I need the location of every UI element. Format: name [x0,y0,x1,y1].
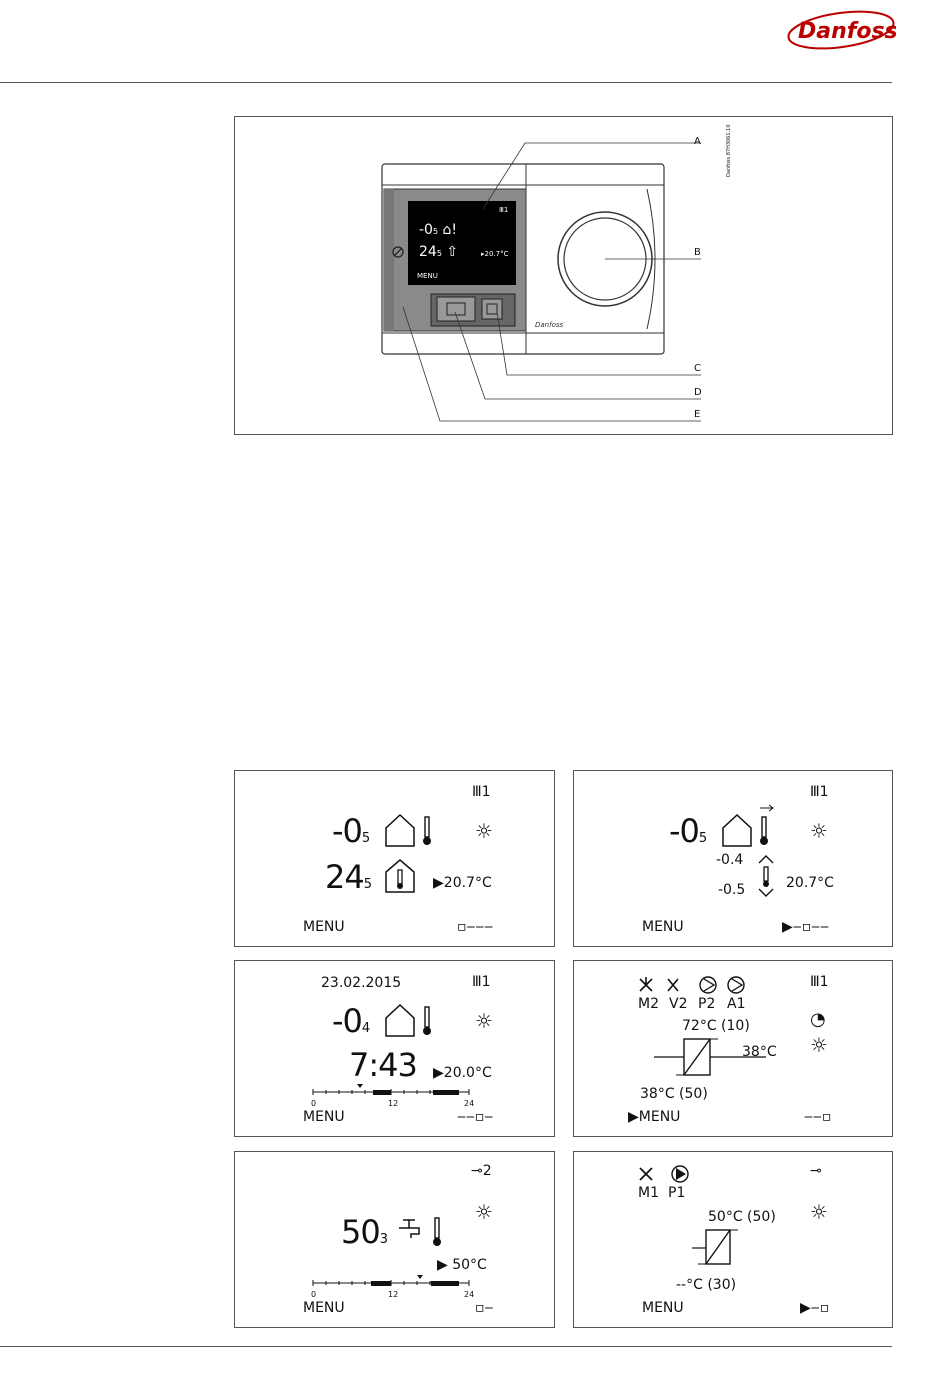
schedule-bar [312,1275,470,1286]
circuit-indicator: Ⅲ1 [810,784,829,800]
nav-indicator: ▶‒▫ [800,1300,830,1316]
label-m1: M1 [638,1185,659,1201]
house-indoor-icon [385,859,415,893]
label-p2: P2 [698,996,716,1012]
nav-indicator: ‒‒▫‒ [457,1109,494,1125]
callout-a: A [694,136,701,147]
return-temp: --°C (30) [676,1277,737,1293]
component-icons [639,976,745,994]
outdoor-temp: -05 [332,812,370,850]
tap-thermometer-icon [399,1217,441,1246]
menu-label[interactable]: MENU [303,919,345,935]
device-screen-circuit: Ⅲ1 [499,206,509,214]
circuit-indicator: ⊸2 [471,1163,492,1179]
heat-exchanger-diagram [654,1038,766,1076]
outdoor-temp: -04 [332,1002,370,1040]
menu-label[interactable]: MENU [642,1300,684,1316]
footer-rule [0,1346,892,1347]
display-panel-5: ⊸2 ☼ 503 ▶ 50°C 0 12 24 MENU ▫‒ [234,1151,555,1328]
house-thermometer-arrow-icon [722,804,774,847]
sun-icon: ☼ [475,1200,493,1224]
date: 23.02.2015 [321,975,402,991]
sun-icon: ☼ [475,1009,493,1033]
tick-24: 24 [464,1290,475,1299]
circuit-indicator: Ⅲ1 [810,974,829,990]
sun-icon: ☼ [475,819,493,843]
setpoint: ▶20.0°C [433,1065,492,1081]
menu-label[interactable]: ▶MENU [628,1109,681,1125]
flow-temp: 72°C (10) [682,1018,750,1034]
danfoss-logo: Danfoss [787,10,896,50]
side-temp: 38°C [742,1044,777,1060]
nav-indicator: ‒‒▫ [804,1109,832,1125]
tick-0: 0 [311,1290,317,1299]
room-temp: 245 [325,858,372,896]
tick-12: 12 [388,1099,399,1108]
label-p1: P1 [668,1185,686,1201]
display-panel-4: M2 V2 P2 A1 Ⅲ1 ◔ ☼ 72°C (10) 38°C 38°C (… [573,960,893,1137]
clock-time: 7:43 [349,1046,418,1084]
schedule-bar [312,1084,470,1095]
device-screen-value2: 245 ⇧ [419,244,459,260]
tick-12: 12 [388,1290,399,1299]
dhw-temp: 503 [341,1213,388,1251]
svg-text:Danfoss: Danfoss [535,321,564,329]
device-screen-value1: -05 ⌂! [419,222,458,238]
flow-temp: 50°C (50) [708,1209,776,1225]
figure-ref-code: Danfoss 87H3061.10 [726,124,732,178]
device-figure: Danfoss -05 ⌂! 245 ⇧ ▸20.7°C Ⅲ1 MENU A B… [234,116,893,435]
component-icons [639,1165,689,1183]
menu-label[interactable]: MENU [303,1109,345,1125]
label-a1: A1 [727,996,746,1012]
up-down-thermometer-icon [758,855,774,897]
house-thermometer-icon [385,813,431,847]
nav-indicator: ▫‒‒‒ [457,919,494,935]
outdoor-temp: -05 [669,812,707,850]
device-screen-setpoint: ▸20.7°C [481,250,509,258]
sun-icon: ☼ [810,1200,828,1224]
nav-indicator: ▫‒ [475,1300,494,1316]
display-panel-2: Ⅲ1 -05 ☼ -0.4 -0.5 20.7°C MENU ▶‒▫‒‒ [573,770,893,947]
upper-value: -0.4 [716,852,744,868]
tick-24: 24 [464,1099,475,1108]
callout-c: C [694,363,701,374]
setpoint: 20.7°C [786,875,834,891]
svg-text:Danfoss: Danfoss [798,19,896,44]
return-temp: 38°C (50) [640,1086,708,1102]
label-v2: V2 [669,996,688,1012]
sun-icon: ☼ [810,1033,828,1057]
timer-icon: ◔ [810,1009,826,1030]
sun-icon: ☼ [810,819,828,843]
nav-indicator: ▶‒▫‒‒ [782,919,829,935]
callout-b: B [694,247,701,258]
label-m2: M2 [638,996,659,1012]
header-rule [0,82,892,83]
heat-exchanger-diagram [692,1229,738,1265]
display-panel-6: M1 P1 ⊸ ☼ 50°C (50) --°C (30) MENU ▶‒▫ [573,1151,893,1328]
circuit-indicator: Ⅲ1 [472,784,491,800]
callout-e: E [694,409,701,420]
menu-label[interactable]: MENU [303,1300,345,1316]
callout-d: D [694,387,702,398]
circuit-indicator: Ⅲ1 [472,974,491,990]
display-panel-1: Ⅲ1 -05 ☼ 245 ▶20.7°C MENU ▫‒‒‒ [234,770,555,947]
house-thermometer-icon [385,1003,431,1037]
tick-0: 0 [311,1099,317,1108]
display-panel-3: 23.02.2015 Ⅲ1 -04 ☼ 7:43 ▶20.0°C 0 12 24… [234,960,555,1137]
menu-label[interactable]: MENU [642,919,684,935]
setpoint: ▶20.7°C [433,875,492,891]
dhw-circuit-icon: ⊸ [810,1163,822,1179]
lower-value: -0.5 [718,882,746,898]
setpoint: ▶ 50°C [437,1257,487,1273]
device-screen-menu: MENU [417,272,438,280]
